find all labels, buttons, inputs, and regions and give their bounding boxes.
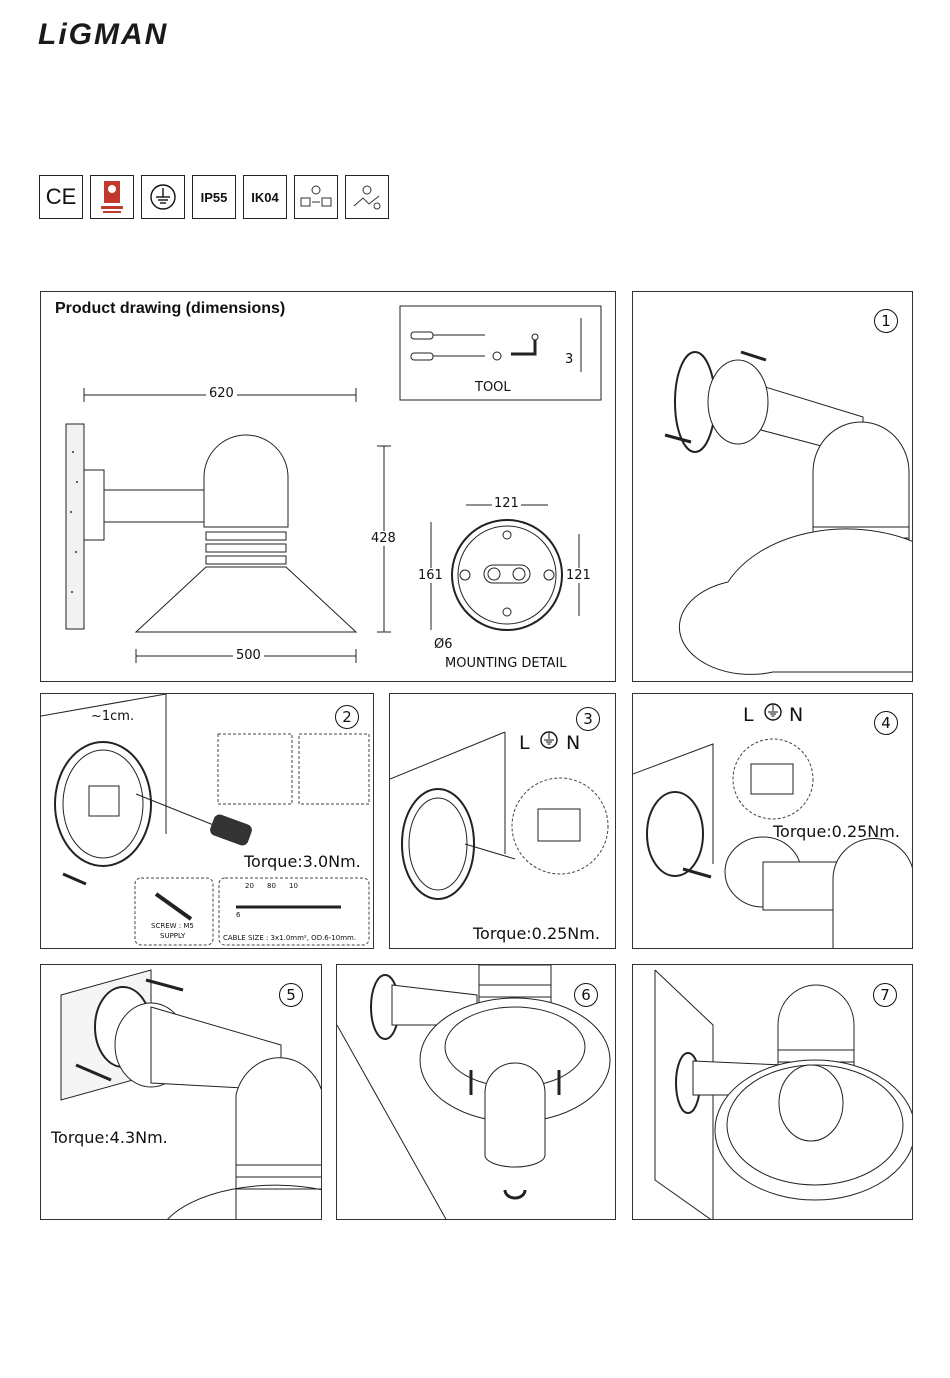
- live-label: L: [519, 732, 530, 754]
- step-3-panel: 3 L N Torque:0.25Nm.: [389, 693, 616, 949]
- torque-value: Torque:4.3Nm.: [51, 1128, 168, 1147]
- cable-size-label: CABLE SIZE : 3x1.0mm², OD.6-10mm.: [223, 934, 356, 942]
- neutral-label: N: [789, 704, 803, 726]
- step-number: 4: [874, 711, 898, 735]
- step-2-panel: 2 ~1cm. Torque:3.0Nm. SCREW : M5 SUPPLY …: [40, 693, 374, 949]
- tool-size: 3: [565, 352, 573, 367]
- step-1-illustration: [633, 292, 913, 682]
- step-number: 5: [279, 983, 303, 1007]
- hole-diameter: Ø6: [434, 637, 453, 652]
- screw-supply-label: SUPPLY: [160, 932, 185, 940]
- ip-rating: IP55: [192, 175, 236, 219]
- step-7-panel: 7: [632, 964, 913, 1220]
- dimension-height: 428: [371, 531, 396, 546]
- step-number: 7: [873, 983, 897, 1007]
- step-6-illustration: [337, 965, 616, 1220]
- dimension-width: 620: [206, 386, 237, 401]
- weee-recycle-icon: [294, 175, 338, 219]
- mounting-detail-label: MOUNTING DETAIL: [445, 656, 567, 671]
- torque-value: Torque:0.25Nm.: [773, 822, 900, 841]
- tool-label: TOOL: [475, 380, 511, 395]
- ik-rating: IK04: [243, 175, 287, 219]
- mount-height-inner: 121: [566, 568, 591, 583]
- live-label: L: [743, 704, 754, 726]
- product-drawing-illustration: [41, 292, 616, 682]
- step-2-illustration: [41, 694, 374, 949]
- step-1-panel: 1: [632, 291, 913, 682]
- step-number: 6: [574, 983, 598, 1007]
- torque-value: Torque:0.25Nm.: [473, 924, 600, 943]
- step-number: 2: [335, 705, 359, 729]
- step-7-illustration: [633, 965, 913, 1220]
- step-number: 3: [576, 707, 600, 731]
- torque-value: Torque:3.0Nm.: [244, 852, 361, 871]
- step-3-illustration: [390, 694, 616, 949]
- certification-row: CE IP55 IK04: [39, 175, 389, 219]
- step-5-illustration: [41, 965, 322, 1220]
- neutral-label: N: [566, 732, 580, 754]
- earth-ground-icon: [141, 175, 185, 219]
- step-6-panel: 6: [336, 964, 616, 1220]
- dimension-6: 6: [236, 911, 240, 919]
- mount-height-outer: 161: [418, 568, 443, 583]
- quality-badge-icon: [90, 175, 134, 219]
- product-drawing-panel: Product drawing (dimensions) TOOL 3 620 …: [40, 291, 616, 682]
- step-number: 1: [874, 309, 898, 333]
- dimension-20: 20: [245, 882, 254, 890]
- mount-width: 121: [492, 496, 521, 511]
- ce-mark: CE: [39, 175, 83, 219]
- dimension-80: 80: [267, 882, 276, 890]
- brand-logo: LiGMAN: [38, 18, 168, 52]
- screw-label: SCREW : M5: [151, 922, 194, 930]
- step-4-panel: 4 L N Torque:0.25Nm.: [632, 693, 913, 949]
- dimension-base: 500: [233, 648, 264, 663]
- step-5-panel: 5 Torque:4.3Nm.: [40, 964, 322, 1220]
- drawing-title: Product drawing (dimensions): [55, 300, 285, 318]
- disposal-info-icon: [345, 175, 389, 219]
- strip-length: ~1cm.: [91, 709, 134, 724]
- dimension-10: 10: [289, 882, 298, 890]
